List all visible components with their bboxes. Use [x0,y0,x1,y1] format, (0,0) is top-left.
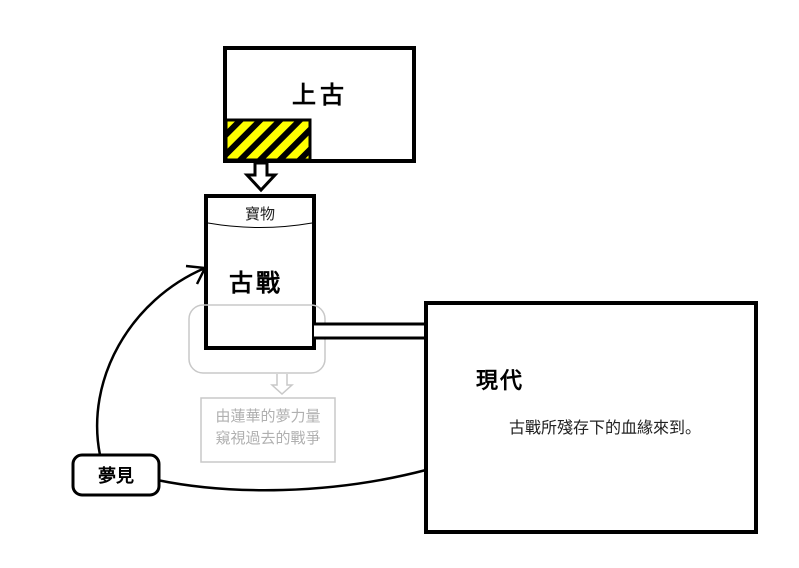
dream-arrowhead [185,264,207,285]
ancient-node: 上古 [223,46,416,163]
modern-label: 現代 [476,368,524,394]
ancient-war-node: 寶物 古戰 [204,194,316,350]
callout-down-arrow [270,374,294,396]
modern-description: 古戰所殘存下的血緣來到。 [509,418,701,437]
lotus-note-line2: 窺視過去的戰爭 [215,429,320,447]
treasure-divider [207,222,313,228]
down-arrow [243,161,279,193]
dream-to-war-arrow [95,266,206,456]
hatched-treasure-block [224,118,312,162]
treasure-header: 寶物 [245,205,275,223]
dream-to-modern-line [156,468,427,492]
ancient-label: 上古 [292,80,348,109]
ancient-war-label: 古戰 [229,268,283,297]
dream-label: 夢見 [98,466,134,487]
modern-node: 現代 古戰所殘存下的血緣來到。 [424,301,758,534]
dream-node: 夢見 [71,453,161,497]
lotus-note-line1: 由蓮華的夢力量 [215,407,320,425]
